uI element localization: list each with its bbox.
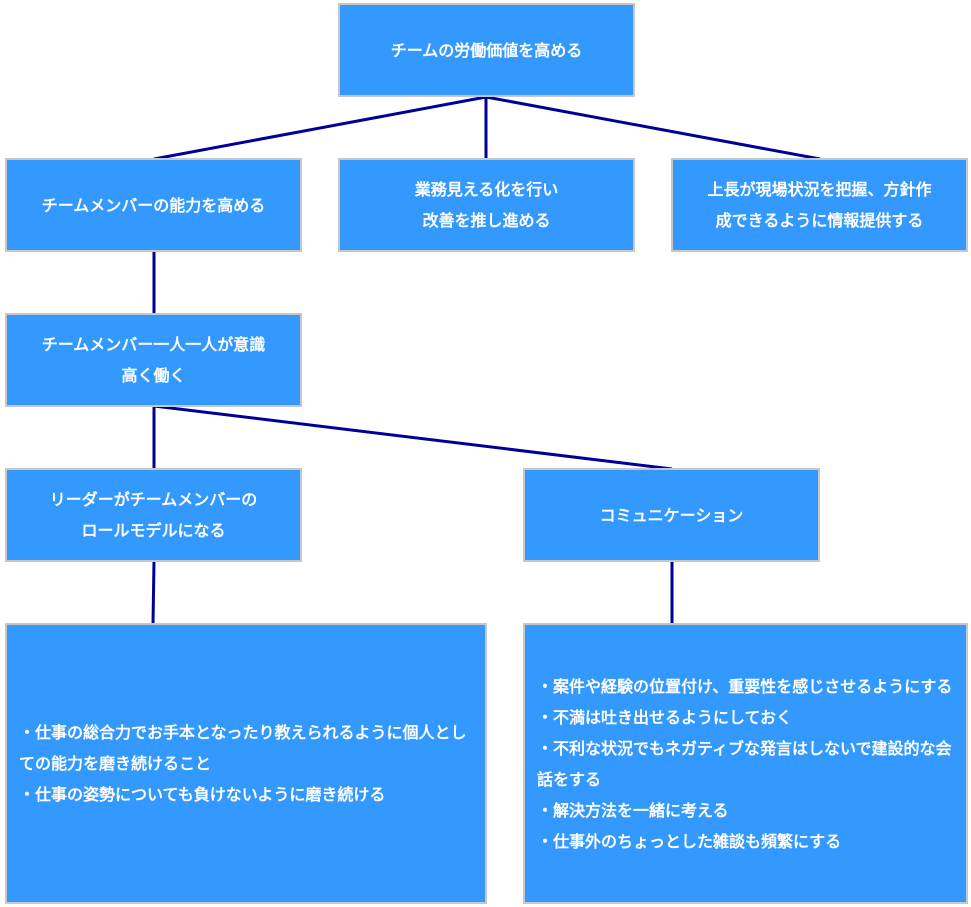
node-text-line-1: チームメンバー一人一人が意識 xyxy=(41,335,266,354)
node-communication: コミュニケーション xyxy=(523,468,820,562)
root-node-text: チームの労働価値を高める xyxy=(390,40,583,60)
node-provide-information: 上長が現場状況を把握、方針作 成できるように情報提供する xyxy=(671,158,968,252)
node-member-awareness: チームメンバー一人一人が意識 高く働く xyxy=(5,313,302,407)
list-item: ・不利な状況でもネガティブな発言はしないで建設的な会話をする xyxy=(537,738,952,789)
node-improve-member-ability: チームメンバーの能力を高める xyxy=(5,158,302,252)
connector-root-to-information xyxy=(485,95,821,161)
node-visualize-operations: 業務見える化を行い 改善を推し進める xyxy=(338,158,635,252)
node-communication-details: ・案件や経験の位置付け、重要性を感じさせるようにする ・不満は吐き出せるようにし… xyxy=(523,623,968,904)
node-text-line-2: ロールモデルになる xyxy=(81,521,226,540)
node-text-line-1: リーダーがチームメンバーの xyxy=(49,490,258,509)
list-item: ・仕事の姿勢についても負けないように磨き続ける xyxy=(19,785,386,804)
list-item: ・案件や経験の位置付け、重要性を感じさせるようにする xyxy=(537,676,953,696)
node-text: コミュニケーション xyxy=(599,505,744,525)
node-text-line-1: 上長が現場状況を把握、方針作 xyxy=(707,180,932,199)
connector-root-to-abilities xyxy=(153,95,487,161)
node-leader-role-model: リーダーがチームメンバーの ロールモデルになる xyxy=(5,468,302,562)
list-item: ・仕事外のちょっとした雑談も頻繁にする xyxy=(537,831,842,851)
node-role-model-details: ・仕事の総合力でお手本となったり教えられるように個人としての能力を磨き続けること… xyxy=(5,623,487,904)
list-item: ・仕事の総合力でお手本となったり教えられるように個人としての能力を磨き続けること xyxy=(19,723,467,773)
node-text-line-2: 高く働く xyxy=(121,366,186,385)
connector-rolemodel-to-details xyxy=(151,560,156,625)
root-node: チームの労働価値を高める xyxy=(338,3,635,97)
connector-awareness-to-communication xyxy=(153,404,673,471)
node-text-line-2: 改善を推し進める xyxy=(422,211,551,230)
node-text-line-1: 業務見える化を行い xyxy=(414,180,559,199)
list-item: ・不満は吐き出せるようにしておく xyxy=(537,707,793,727)
node-text-line-2: 成できるように情報提供する xyxy=(715,211,924,230)
list-item: ・解決方法を一緒に考える xyxy=(537,800,729,820)
node-text: チームメンバーの能力を高める xyxy=(41,195,266,215)
